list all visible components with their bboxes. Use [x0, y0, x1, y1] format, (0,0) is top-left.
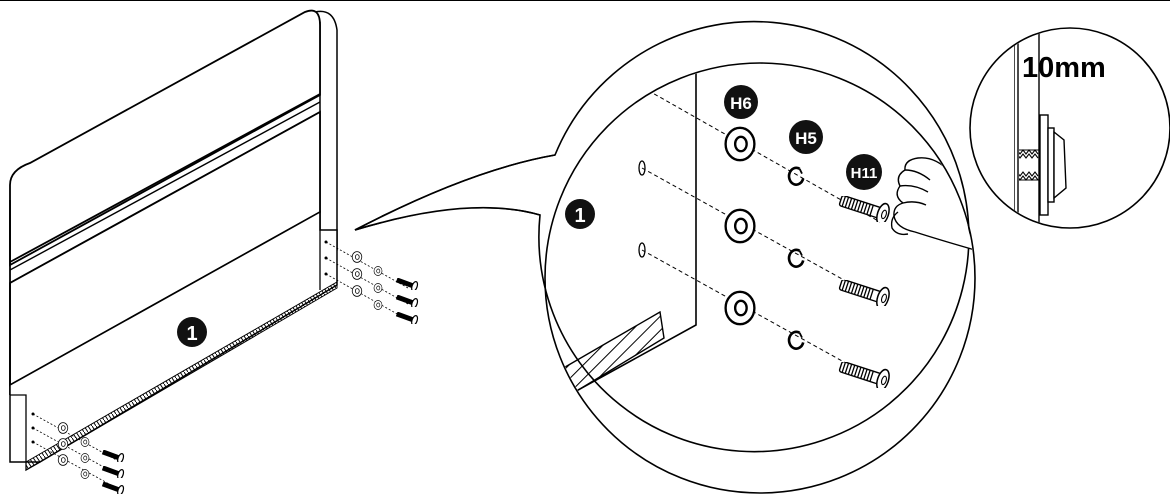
washer-icon [724, 208, 756, 244]
bolt-label: H11 [851, 165, 878, 182]
bolt-label-badge: H11 [846, 154, 882, 190]
zoom-panel-number-badge: 1 [565, 199, 595, 229]
left-hardware-set [32, 413, 126, 494]
small-washer-icon [351, 251, 363, 263]
right-hardware-set [325, 241, 420, 324]
headboard-fringe [25, 281, 338, 471]
small-washer-icon [57, 422, 69, 434]
washer-label-badge: H6 [724, 85, 758, 119]
depth-label: 10mm [1022, 52, 1106, 84]
small-bolt-icon [100, 450, 126, 462]
small-bolt-icon [100, 466, 126, 478]
small-washer-icon [57, 438, 69, 450]
small-lock-icon [373, 283, 383, 293]
small-lock-icon [80, 453, 90, 463]
headboard-panel [9, 9, 338, 472]
small-washer-icon [351, 285, 363, 297]
depth-detail: 10mm [969, 27, 1170, 229]
headboard-seam-2 [9, 101, 321, 271]
headboard-cushion-top [9, 9, 321, 267]
small-washer-icon [351, 268, 363, 280]
detail-bolt-head [1053, 130, 1067, 200]
small-lock-icon [373, 300, 383, 310]
detail-thread [1015, 149, 1040, 181]
small-bolt-icon [394, 278, 420, 290]
zoom-callout: 1 H6 H5 H11 [354, 20, 976, 494]
lock-washer-label-badge: H5 [789, 120, 823, 154]
detail-lock-washer [1047, 127, 1055, 203]
small-lock-icon [80, 437, 90, 447]
washer-icon [724, 126, 756, 162]
zoom-board-edge [559, 64, 697, 401]
small-bolt-icon [394, 312, 420, 324]
detail-washer [1039, 114, 1049, 216]
washer-icon [724, 290, 756, 326]
small-lock-icon [373, 266, 383, 276]
small-bolt-icon [394, 295, 420, 307]
lock-washer-label: H5 [795, 129, 817, 148]
panel-number-badge: 1 [177, 317, 207, 347]
zoom-alignment-lines [641, 86, 881, 383]
small-lock-icon [80, 469, 90, 479]
headboard-seam-1 [9, 93, 321, 263]
zoom-panel-number: 1 [574, 205, 585, 227]
panel-number: 1 [186, 323, 197, 345]
washer-label: H6 [730, 94, 752, 113]
small-washer-icon [57, 454, 69, 466]
